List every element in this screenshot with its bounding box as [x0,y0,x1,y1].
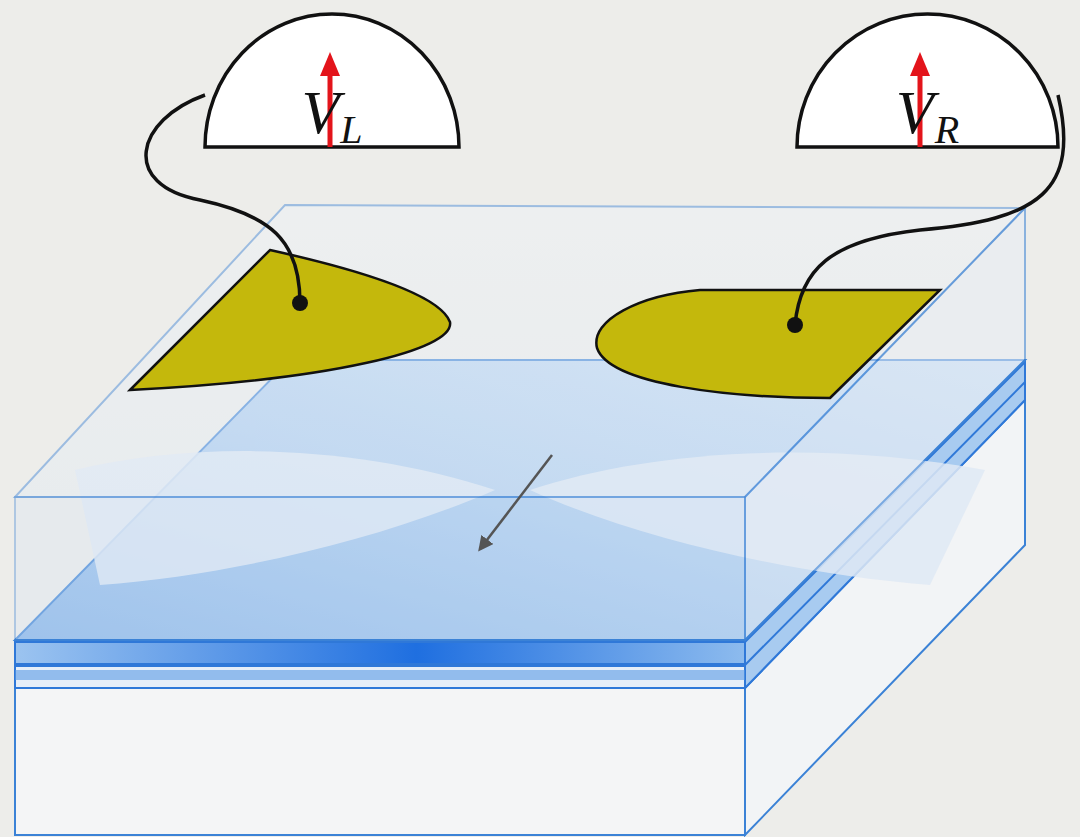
current-arrow [480,455,552,549]
cap-layer [15,205,1025,640]
voltage-subscript: R [935,110,959,150]
contact-dot [292,295,308,311]
voltmeter: VR [795,12,1060,149]
voltmeter: VL [203,12,461,149]
right-gate [596,290,940,398]
voltage-symbol: V [301,81,339,143]
meter-needle-head [910,52,930,76]
meter-label: VL [203,81,461,143]
meter-body [797,14,1058,147]
contact-dot [787,317,803,333]
voltage-subscript: L [340,110,362,150]
left-gate [130,250,450,390]
meter-body [205,14,459,147]
voltage-symbol: V [896,81,934,143]
meter-needle-head [320,52,340,76]
meter-label: VR [795,81,1060,143]
